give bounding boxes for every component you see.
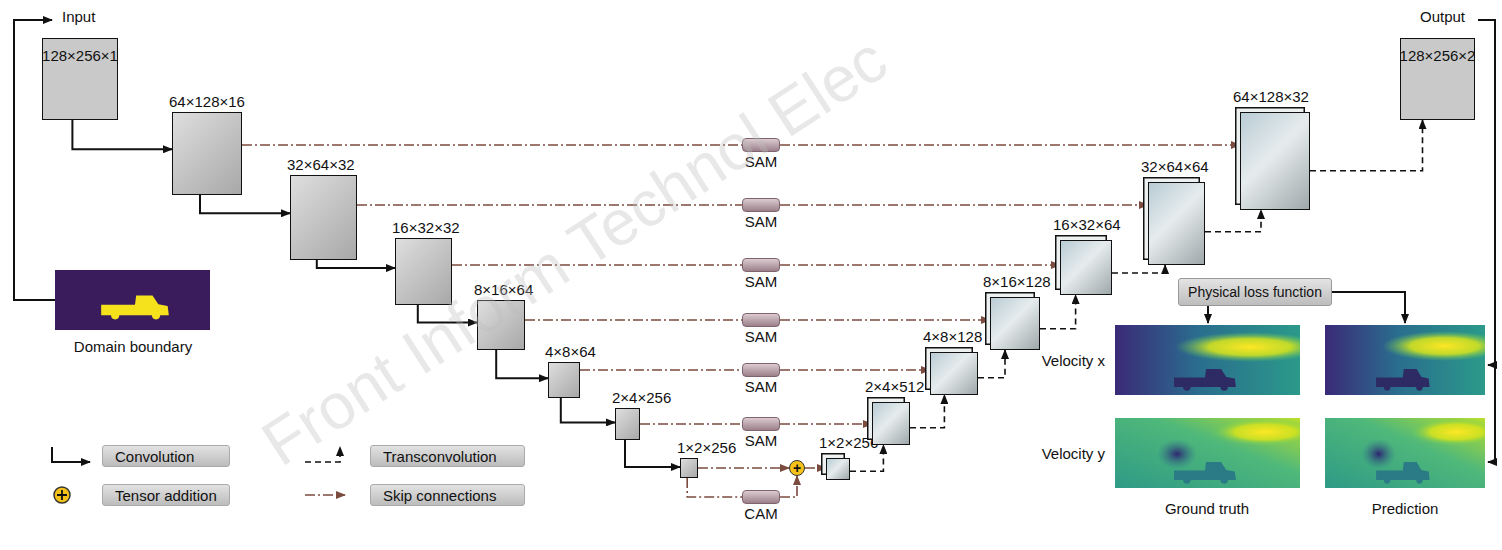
sam-module: SAM [742,363,780,377]
decoder-block: 16×32×64 [1060,240,1112,295]
skip-connector [640,423,742,425]
legend-item: Convolution [102,445,230,467]
trans-connector [910,395,944,428]
skip-connector [780,319,990,321]
node-label: 64×128×16 [168,93,246,110]
node-label: 4×8×64 [544,343,597,360]
legend-symbol [54,487,70,503]
caption-label: Velocity x [1042,352,1105,369]
node-label: 4×8×128 [922,328,983,345]
caption-label: Prediction [1372,500,1439,517]
sam-module: SAM [742,198,780,212]
caption-label: Ground truth [1165,500,1249,517]
domain-image [55,270,210,330]
trans-connector [1112,265,1165,273]
node-label: SAM [744,378,779,395]
skip-connector [780,264,1060,266]
legend-text: Transconvolution [383,448,497,465]
trans-connector [1040,295,1076,329]
legend-item: Tensor addition [102,484,230,506]
decoder-block: 1×2×256 [826,458,850,480]
decoder-block: 4×8×128 [930,352,978,395]
caption-label: Input [62,8,95,25]
skip-connector [780,423,872,425]
node-label: 128×256×1 [42,47,118,64]
node-label: 1×2×256 [818,434,879,451]
legend-text: Tensor addition [115,487,217,504]
encoder-block: 32×64×32 [290,175,357,260]
node-label: SAM [744,213,779,230]
skip-connector [687,478,742,497]
skip-connector [242,144,742,146]
conv-connector [317,260,395,268]
node-label: SAM [744,328,779,345]
leader-arrow [1207,306,1209,323]
output-line [1488,364,1495,366]
skip-connector [780,204,1148,206]
output-line [1478,20,1495,462]
node-label: 2×4×256 [611,389,672,406]
tensor-addition: + [789,460,805,476]
decoder-block: 2×4×512 [872,402,910,445]
node-label: CAM [743,505,778,522]
conv-connector [72,120,172,149]
loss-box: Physical loss function [1178,278,1332,306]
skip-connector [805,467,826,469]
caption-label: Output [1420,8,1465,25]
node-label: 32×64×32 [286,156,356,173]
sam-module: SAM [742,417,780,431]
field-image [1115,418,1320,488]
leader-arrow [1332,292,1405,323]
conv-connector [561,398,615,422]
legend-symbol [305,494,345,496]
node-label: 8×16×128 [982,273,1052,290]
skip-connector [780,369,930,371]
node-label: + [793,461,801,475]
encoder-block: 64×128×16 [172,112,242,195]
node-label: 16×32×64 [1052,216,1122,233]
trans-connector [1205,210,1261,232]
skip-connector [580,369,742,371]
node-label: 64×128×32 [1232,88,1310,105]
node-label: 32×64×64 [1140,158,1210,175]
field-image [1325,418,1502,488]
legend-item: Skip connections [370,484,525,506]
conv-connector [625,440,680,467]
node-label: 128×256×2 [1400,47,1476,64]
field-image [1325,325,1502,395]
conv-connector [496,350,548,378]
encoder-block: 2×4×256 [615,408,640,440]
skip-connector [780,476,797,497]
tensor-box: 128×256×2 [1400,38,1475,120]
decoder-block: 32×64×64 [1148,182,1205,265]
node-label: 1×2×256 [676,439,737,456]
node-label: Physical loss function [1188,284,1322,301]
field-image [1115,325,1325,395]
node-label: 2×4×512 [864,378,925,395]
node-label: 16×32×32 [391,219,461,236]
trans-connector [978,350,1005,378]
legend-item: Transconvolution [370,445,525,467]
legend-symbol [52,447,90,462]
encoder-block: 4×8×64 [548,362,580,398]
encoder-block: 1×2×256 [680,458,698,478]
sam-module: SAM [742,313,780,327]
trans-connector [1310,120,1423,171]
skip-connector [698,467,789,469]
decoder-block: 64×128×32 [1240,112,1310,210]
skip-connector [525,319,742,321]
caption-label: Domain boundary [74,338,192,355]
legend-text: Skip connections [383,487,496,504]
node-label: SAM [744,432,779,449]
conv-connector [200,195,290,213]
tensor-box: 128×256×1 [42,38,118,120]
legend-text: Convolution [115,448,194,465]
caption-label: Velocity y [1042,445,1105,462]
node-label: SAM [744,273,779,290]
skip-connector [780,144,1240,146]
sam-module: SAM [742,258,780,272]
decoder-block: 8×16×128 [990,297,1040,350]
cam-module: CAM [742,490,780,504]
